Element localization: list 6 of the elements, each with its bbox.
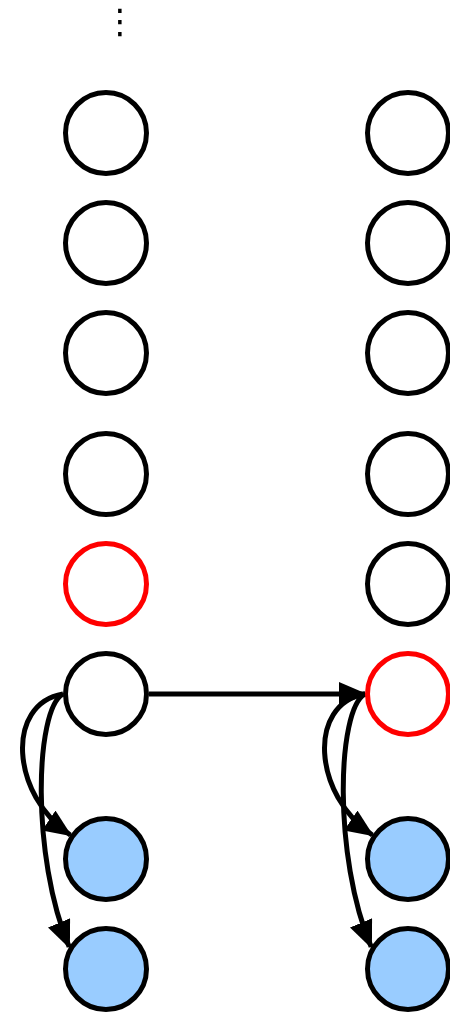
arrow	[20, 691, 72, 837]
ellipsis-mark: ⋮	[103, 4, 137, 38]
arrow	[38, 692, 72, 949]
arrow	[322, 691, 374, 837]
circle-node	[365, 926, 450, 1012]
arrow	[340, 692, 374, 949]
